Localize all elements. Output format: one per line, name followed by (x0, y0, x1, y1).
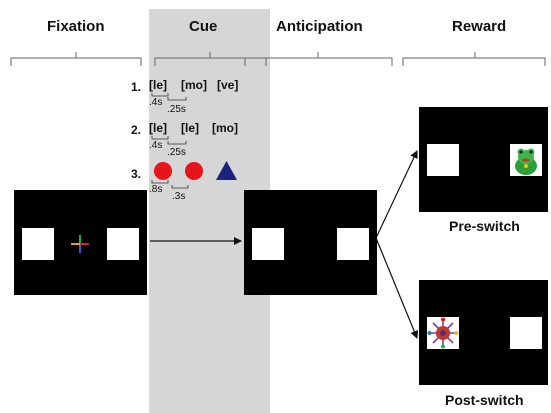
cue-row-1-timing-2: .25s (167, 104, 186, 115)
cue-row-2-syllable-2: [le] (181, 121, 199, 135)
cue-row-2-syllable-3: [mo] (212, 121, 238, 135)
arrow-to-post-switch (375, 237, 419, 339)
anticipation-screen (244, 190, 377, 295)
caption-pre-switch: Pre-switch (449, 218, 520, 234)
right-target-box (107, 228, 139, 260)
arrow-to-pre-switch (375, 150, 418, 239)
cue-row-1-syllable-1: [le] (149, 78, 167, 92)
phase-title-reward: Reward (452, 18, 507, 35)
timing-bracket-row2-b (167, 141, 187, 145)
left-target-box (252, 228, 284, 260)
phase-title-anticipation: Anticipation (276, 18, 363, 35)
red-circle-icon (185, 162, 203, 180)
caption-post-switch: Post-switch (445, 392, 524, 408)
cue-row-1-timing-1: .4s (149, 97, 163, 108)
bracket-anticipation (244, 52, 393, 66)
bracket-fixation (10, 52, 142, 66)
cue-row-2-timing-1: .4s (149, 140, 163, 151)
green-frog-toy-icon (515, 148, 537, 175)
right-target-box (337, 228, 369, 260)
cue-row-1-number: 1. (131, 80, 142, 94)
reward-box-left (427, 317, 459, 349)
bracket-reward (402, 52, 546, 66)
right-target-box (510, 317, 542, 349)
timing-bracket-row3-b (171, 185, 189, 189)
fixation-screen (14, 190, 147, 295)
left-target-box (22, 228, 54, 260)
blue-triangle-icon (216, 161, 237, 180)
timing-bracket-row2-a (151, 136, 169, 140)
cue-row-1-syllable-3: [ve] (217, 78, 239, 92)
timing-bracket-row3-a (151, 180, 169, 184)
pre-switch-screen (419, 107, 548, 212)
cue-row-2-syllable-1: [le] (149, 121, 167, 135)
cue-row-3-timing-2: .3s (172, 191, 186, 202)
cue-row-1-syllable-2: [mo] (181, 78, 207, 92)
timing-bracket-row1-b (167, 97, 187, 101)
timing-bracket-row1-a (151, 93, 169, 97)
spiky-toy-icon (427, 317, 459, 349)
cue-row-3-shapes (154, 161, 237, 180)
cue-row-3-timing-1: .8s (149, 184, 163, 195)
post-switch-screen (419, 280, 548, 385)
cue-row-3-number: 3. (131, 167, 142, 181)
left-target-box (427, 144, 459, 176)
fixation-cross-icon (71, 235, 89, 253)
cue-row-2-timing-2: .25s (167, 147, 186, 158)
bracket-cue (154, 52, 267, 66)
cue-row-2-number: 2. (131, 123, 142, 137)
phase-title-cue: Cue (189, 18, 218, 35)
red-circle-icon (154, 162, 172, 180)
reward-box-right (510, 144, 542, 176)
phase-title-fixation: Fixation (47, 18, 105, 35)
